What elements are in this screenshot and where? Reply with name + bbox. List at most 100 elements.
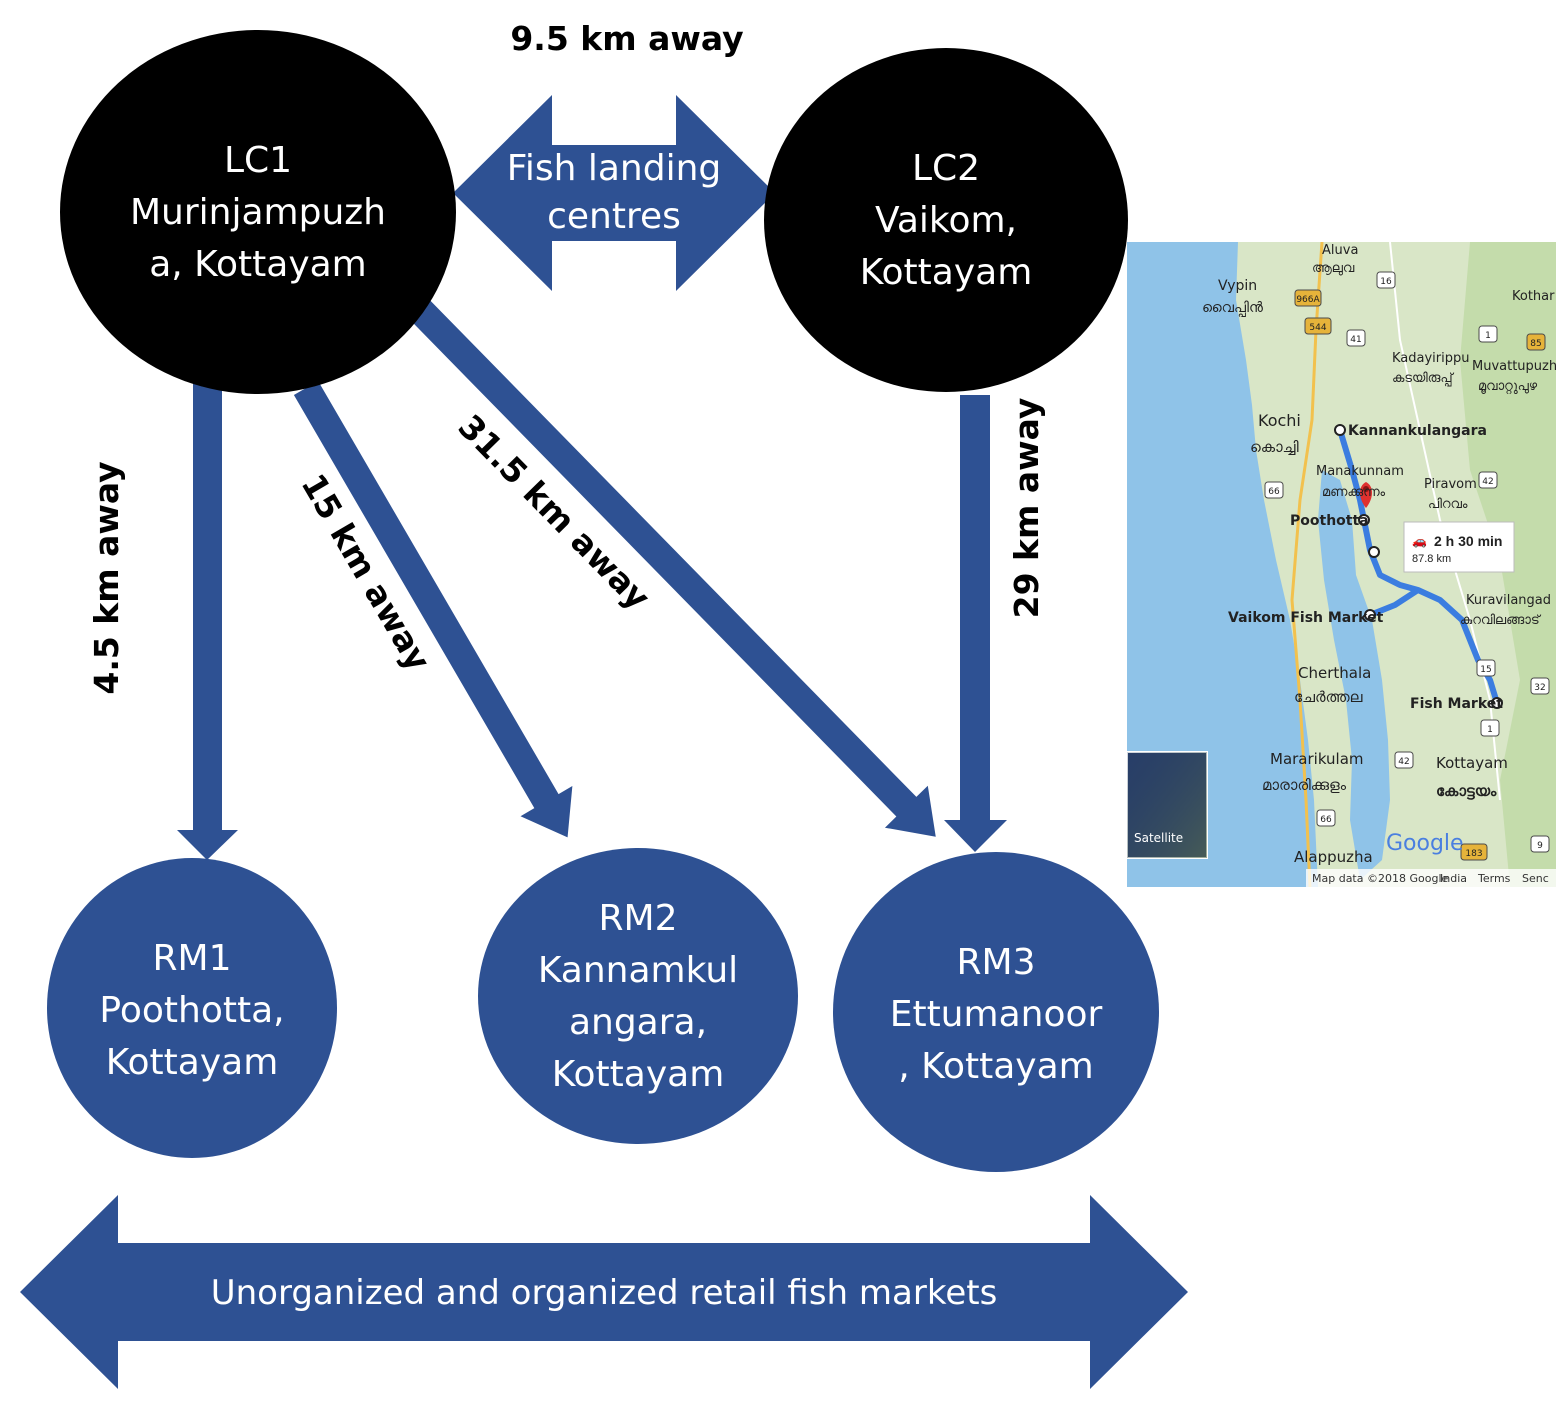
map-label-kuravilangad-ml: കുറവിലങ്ങാട്	[1460, 613, 1542, 628]
arrow-lc1-to-rm3	[407, 298, 936, 837]
road-badge-label: 544	[1309, 323, 1326, 333]
map-label-alappuzha: Alappuzha	[1294, 848, 1373, 866]
map-label-kannankulangara: Kannankulangara	[1348, 423, 1487, 439]
satellite-label: Satellite	[1134, 831, 1183, 845]
lc2-code: LC2	[912, 148, 980, 189]
road-badge: 32	[1530, 677, 1550, 695]
map-label-kochi: Kochi	[1258, 411, 1301, 430]
route-point-kannankulangara	[1334, 424, 1346, 436]
road-badge: 544	[1304, 317, 1332, 335]
road-badge-label: 9	[1537, 841, 1543, 851]
rm1-code: RM1	[153, 938, 232, 979]
road-badge: 15	[1476, 659, 1496, 677]
map-label-cherthala-ml: ചേർത്തല	[1294, 688, 1363, 706]
distance-lc2-rm3: 29 km away	[1007, 398, 1046, 619]
road-badge-label: 41	[1350, 335, 1361, 345]
map-label-vypin-ml: വൈപ്പിൻ	[1202, 300, 1263, 317]
map-label-kottayam-ml: കോട്ടയം	[1436, 782, 1497, 800]
road-badge-label: 32	[1534, 683, 1545, 693]
car-icon: 🚗	[1412, 534, 1427, 548]
retail-markets-banner-arrow	[20, 1195, 1188, 1389]
distance-lc1-lc2: 9.5 km away	[510, 19, 743, 58]
map-label-muvattupuzha-ml: മൂവാറ്റുപുഴ	[1478, 379, 1538, 394]
map-footer-india[interactable]: India	[1440, 872, 1467, 885]
connector-label-line2: centres	[547, 196, 681, 237]
map-label-manakunnam-ml: മണക്കുന്നം	[1322, 485, 1386, 500]
fish-landing-double-arrow	[453, 95, 775, 291]
map-label-muvattupuzha: Muvattupuzh	[1472, 359, 1556, 374]
road-badge: 42	[1394, 751, 1414, 769]
route-point-waypoint	[1368, 546, 1380, 558]
rm2-name-part2: angara,	[569, 1002, 707, 1043]
banner-label: Unorganized and organized retail fish ma…	[211, 1273, 998, 1313]
map-label-cherthala: Cherthala	[1298, 664, 1371, 682]
road-badge-label: 1	[1487, 725, 1493, 735]
road-badge: 42	[1478, 471, 1498, 489]
map-label-kothamangalam: Kothar	[1512, 289, 1555, 304]
road-badge: 85	[1526, 333, 1546, 351]
rm1-name: Poothotta,	[99, 990, 284, 1031]
node-lc2: LC2 Vaikom, Kottayam	[764, 48, 1128, 392]
arrow-lc1-to-rm2	[293, 380, 573, 838]
map-label-piravom-ml: പിറവം	[1428, 497, 1468, 512]
route-point-poothotta	[1358, 514, 1370, 526]
node-lc1: LC1 Murinjampuzh a, Kottayam	[60, 30, 456, 394]
map-label-kuravilangad: Kuravilangad	[1466, 593, 1551, 608]
map-label-kadayirippu: Kadayirippu	[1392, 351, 1470, 366]
map-label-aluva: Aluva	[1322, 243, 1358, 258]
map-label-poothotta: Poothotta	[1290, 513, 1369, 529]
map-label-aluva-ml: ആലുവ	[1312, 261, 1355, 276]
map-label-fish-market: Fish Market	[1410, 696, 1503, 712]
route-point-vaikom	[1364, 609, 1376, 621]
lc1-name: Murinjampuzh	[130, 192, 386, 233]
map-label-vaikom-market: Vaikom Fish Market	[1228, 610, 1384, 626]
road-badge: 41	[1346, 329, 1366, 347]
map-footer-send[interactable]: Senc	[1522, 872, 1549, 885]
rm1-district: Kottayam	[106, 1042, 279, 1083]
google-logo: Google	[1386, 831, 1464, 856]
road-badge: 9	[1530, 835, 1550, 853]
node-rm1: RM1 Poothotta, Kottayam	[47, 858, 337, 1158]
map-label-piravom: Piravom	[1424, 477, 1477, 492]
road-badge-label: 66	[1268, 487, 1280, 497]
route-point-fish-market	[1491, 697, 1503, 709]
road-badge-label: 42	[1482, 477, 1493, 487]
road-badge-label: 966A	[1296, 295, 1320, 305]
road-badge-label: 15	[1480, 665, 1491, 675]
rm2-district: Kottayam	[552, 1054, 725, 1095]
route-time: 2 h 30 min	[1434, 533, 1502, 549]
road-badge-label: 42	[1398, 757, 1409, 767]
road-badge: 966A	[1294, 289, 1322, 307]
connector-label-line1: Fish landing	[507, 148, 722, 189]
road-badge-label: 66	[1320, 815, 1332, 825]
road-badge: 183	[1460, 843, 1488, 861]
backwater-lake	[1318, 470, 1390, 880]
road-badge-label: 183	[1465, 849, 1482, 859]
route-distance: 87.8 km	[1412, 553, 1451, 565]
map-label-kadayirippu-ml: കടയിരുപ്പ്	[1392, 371, 1455, 386]
lc2-district: Kottayam	[860, 252, 1033, 293]
satellite-toggle[interactable]: Satellite	[1127, 751, 1208, 859]
map-label-mararikulam: Mararikulam	[1270, 750, 1364, 768]
destination-pin-icon	[1360, 482, 1372, 508]
rm3-name: Ettumanoor	[890, 994, 1103, 1035]
sea-area	[1127, 242, 1318, 887]
distance-lc1-rm1: 4.5 km away	[87, 461, 126, 694]
road-badge-label: 85	[1530, 339, 1541, 349]
route-info-box: 🚗 2 h 30 min 87.8 km	[1403, 521, 1515, 573]
road-badge: 66	[1316, 809, 1336, 827]
arrow-lc1-to-rm1	[177, 380, 238, 860]
node-rm2: RM2 Kannamkul angara, Kottayam	[478, 848, 798, 1144]
map-footer-data: Map data ©2018 Google	[1312, 872, 1448, 885]
road-badge-label: 1	[1485, 331, 1491, 341]
map-label-kottayam: Kottayam	[1436, 754, 1508, 772]
map-footer-terms[interactable]: Terms	[1477, 872, 1511, 885]
rm3-district: , Kottayam	[898, 1046, 1093, 1087]
road-badge: 66	[1264, 481, 1284, 499]
map-label-manakunnam: Manakunnam	[1316, 464, 1404, 479]
rm2-name-part1: Kannamkul	[538, 950, 738, 991]
route-map: Aluva ആലുവ Vypin വൈപ്പിൻ Kothar Kadayiri…	[1127, 242, 1556, 887]
rm2-code: RM2	[599, 898, 678, 939]
